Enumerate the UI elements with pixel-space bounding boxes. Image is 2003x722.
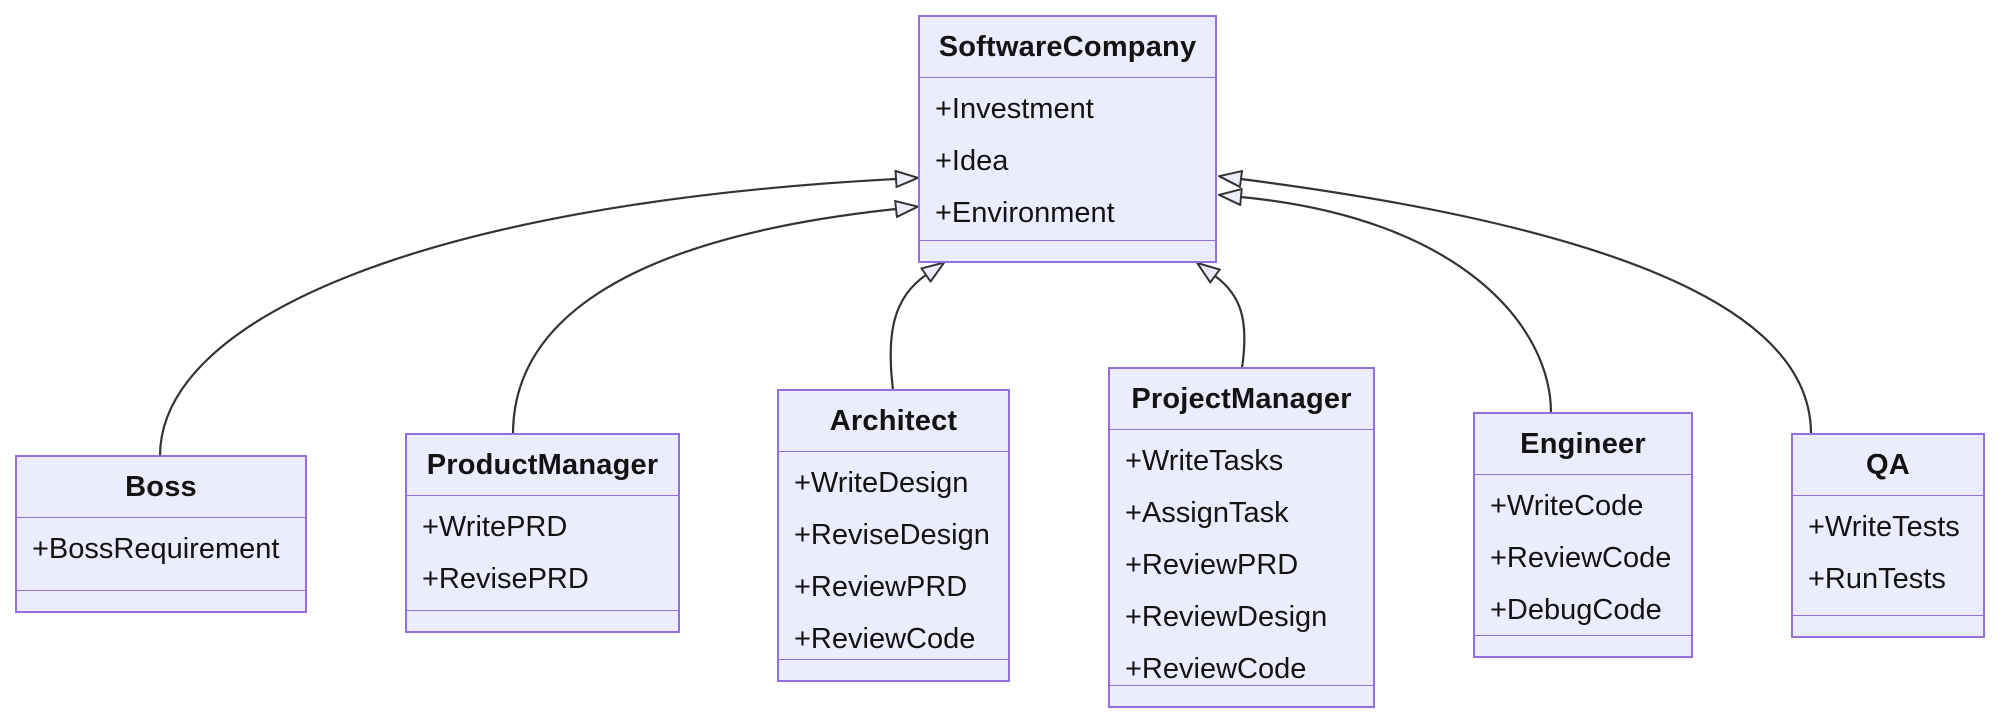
class-methods-empty-compartment bbox=[920, 240, 1215, 261]
edge-boss-inherits-softwarecompany bbox=[158, 179, 896, 457]
class-member: +WritePRD bbox=[422, 511, 568, 543]
class-methods-empty-compartment bbox=[1475, 635, 1691, 656]
class-member: +Investment bbox=[935, 93, 1094, 125]
class-member: +AssignTask bbox=[1125, 497, 1289, 529]
class-title: Engineer bbox=[1475, 414, 1691, 475]
class-title: Boss bbox=[17, 457, 305, 518]
class-members: +BossRequirement bbox=[17, 518, 305, 590]
class-title: SoftwareCompany bbox=[920, 17, 1215, 78]
class-node-projectmanager: ProjectManager +WriteTasks +AssignTask +… bbox=[1108, 367, 1375, 708]
class-member: +ReviewCode bbox=[1490, 542, 1672, 574]
class-member: +RunTests bbox=[1808, 563, 1946, 595]
class-members: +WritePRD +RevisePRD bbox=[407, 496, 678, 610]
class-member: +BossRequirement bbox=[32, 533, 280, 565]
class-member: +WriteTasks bbox=[1125, 445, 1284, 477]
class-title: ProductManager bbox=[407, 435, 678, 496]
class-member: +ReviewPRD bbox=[1125, 549, 1299, 581]
edge-productmanager-inherits-softwarecompany bbox=[511, 209, 896, 435]
class-methods-empty-compartment bbox=[1110, 685, 1373, 706]
class-methods-empty-compartment bbox=[1793, 615, 1983, 636]
class-node-engineer: Engineer +WriteCode +ReviewCode +DebugCo… bbox=[1473, 412, 1693, 658]
class-member: +Environment bbox=[935, 197, 1115, 229]
class-title: QA bbox=[1793, 435, 1983, 496]
class-member: +WriteDesign bbox=[794, 467, 969, 499]
edge-qa-inherits-softwarecompany bbox=[1241, 179, 1813, 435]
class-member: +WriteTests bbox=[1808, 511, 1960, 543]
class-title: Architect bbox=[779, 391, 1008, 452]
class-members: +Investment +Idea +Environment bbox=[920, 78, 1215, 240]
edge-projectmanager-inherits-softwarecompany bbox=[1215, 276, 1246, 369]
class-node-architect: Architect +WriteDesign +ReviseDesign +Re… bbox=[777, 389, 1010, 682]
class-member: +ReviewDesign bbox=[1125, 601, 1328, 633]
edge-engineer-inherits-softwarecompany bbox=[1241, 197, 1553, 414]
class-methods-empty-compartment bbox=[779, 659, 1008, 680]
edge-architect-inherits-softwarecompany bbox=[889, 275, 926, 391]
class-member: +RevisePRD bbox=[422, 563, 589, 595]
class-member: +Idea bbox=[935, 145, 1009, 177]
class-member: +ReviewCode bbox=[794, 623, 976, 655]
class-title: ProjectManager bbox=[1110, 369, 1373, 430]
class-member: +ReviewPRD bbox=[794, 571, 968, 603]
class-members: +WriteCode +ReviewCode +DebugCode bbox=[1475, 475, 1691, 635]
class-member: +ReviewCode bbox=[1125, 653, 1307, 685]
class-methods-empty-compartment bbox=[407, 610, 678, 631]
class-node-softwarecompany: SoftwareCompany +Investment +Idea +Envir… bbox=[918, 15, 1217, 263]
class-methods-empty-compartment bbox=[17, 590, 305, 611]
class-node-productmanager: ProductManager +WritePRD +RevisePRD bbox=[405, 433, 680, 633]
class-node-qa: QA +WriteTests +RunTests bbox=[1791, 433, 1985, 638]
class-members: +WriteDesign +ReviseDesign +ReviewPRD +R… bbox=[779, 452, 1008, 659]
class-member: +ReviseDesign bbox=[794, 519, 990, 551]
class-node-boss: Boss +BossRequirement bbox=[15, 455, 307, 613]
class-members: +WriteTasks +AssignTask +ReviewPRD +Revi… bbox=[1110, 430, 1373, 685]
class-members: +WriteTests +RunTests bbox=[1793, 496, 1983, 615]
class-member: +DebugCode bbox=[1490, 594, 1662, 626]
class-member: +WriteCode bbox=[1490, 490, 1644, 522]
